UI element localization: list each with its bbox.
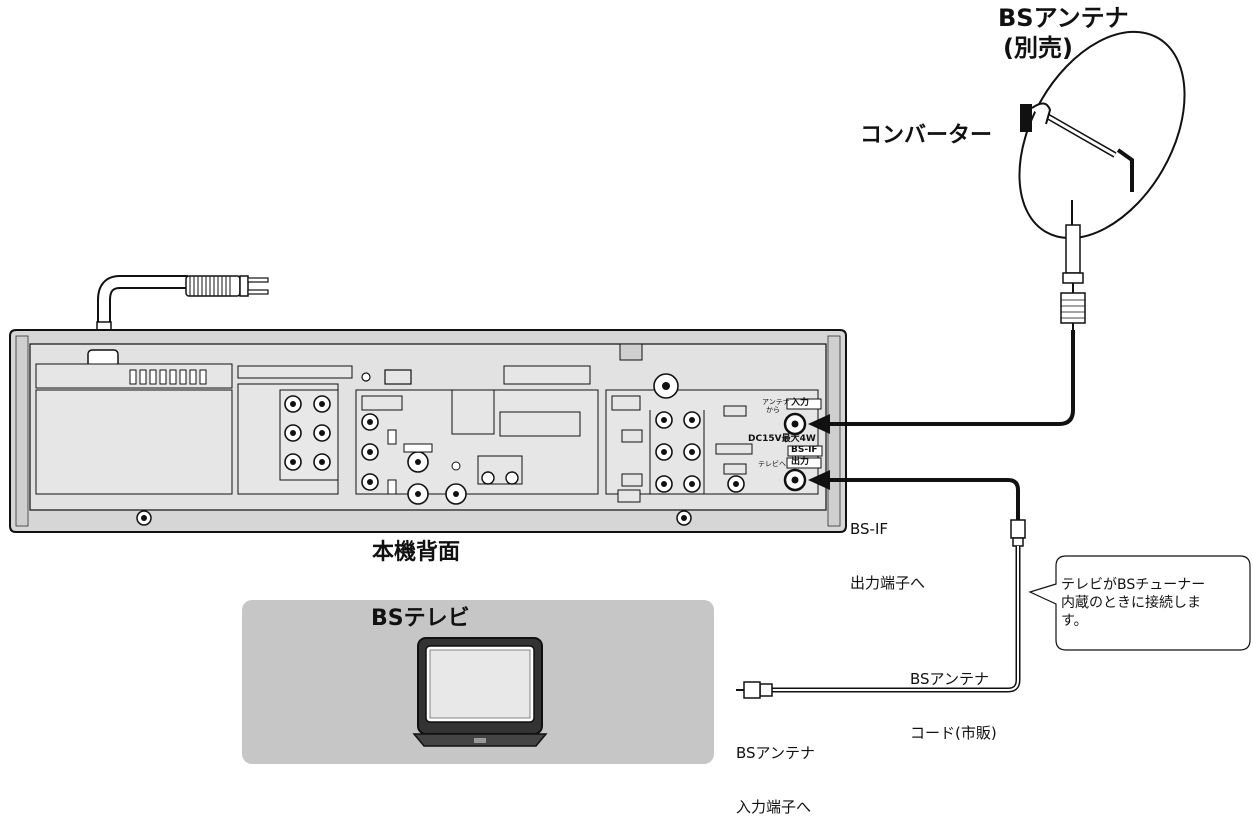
tv-input-label: BSアンテナ 入力端子へ xyxy=(736,708,815,834)
tv-label: BSテレビ xyxy=(371,606,470,631)
antenna-title: BSアンテナ xyxy=(998,4,1129,32)
tv-set xyxy=(412,637,548,747)
callout-bubble xyxy=(1028,555,1251,651)
tv-input-line2: 入力端子へ xyxy=(736,798,812,816)
panel-bsif: BS-IF xyxy=(791,445,818,455)
panel-antenna-from: アンテナ xyxy=(762,398,790,406)
panel-input: 入力 xyxy=(791,398,810,408)
cable-label-line1: BSアンテナ xyxy=(910,670,989,688)
callout-line1: テレビがBSチューナー xyxy=(1061,577,1206,593)
rear-panel-label: 本機背面 xyxy=(372,540,461,565)
panel-output: 出力 xyxy=(791,457,810,467)
bsif-output-label: BS-IF 出力端子へ xyxy=(850,484,925,610)
tv-input-line1: BSアンテナ xyxy=(736,744,815,762)
callout-line2: 内蔵のときに接続しま xyxy=(1061,595,1201,612)
vcr-rear-panel xyxy=(9,329,847,533)
callout-line3: す。 xyxy=(1061,613,1088,630)
antenna-cable xyxy=(808,224,1086,434)
bs-antenna-dish xyxy=(1018,30,1186,240)
panel-tv-he: テレビへ xyxy=(758,460,786,468)
callout-text: テレビがBSチューナー 内蔵のときに接続しま す。 xyxy=(1061,576,1251,631)
connection-diagram xyxy=(9,30,1251,764)
bsif-label-line1: BS-IF xyxy=(850,520,889,538)
antenna-sold-separately: (別売) xyxy=(1003,34,1073,62)
cable-label: BSアンテナ コード(市販) xyxy=(910,634,997,760)
bs-cable-to-tv xyxy=(736,470,1026,699)
panel-dc: DC15V最大4W xyxy=(748,434,816,444)
converter-label: コンバーター xyxy=(860,123,993,148)
cable-label-line2: コード(市販) xyxy=(910,724,997,742)
panel-kara: から xyxy=(766,406,780,414)
bsif-label-line2: 出力端子へ xyxy=(850,574,926,592)
